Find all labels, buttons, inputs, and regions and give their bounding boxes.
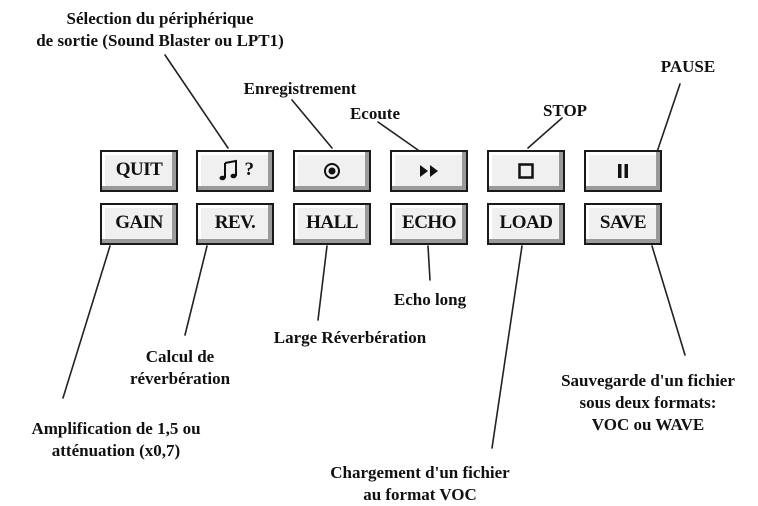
music-note-icon [217, 159, 241, 183]
leader-play [377, 121, 419, 151]
annotation-rev: Calcul de réverbération [100, 346, 260, 390]
annotation-hall: Large Réverbération [273, 328, 427, 347]
leader-gain [62, 245, 111, 399]
annotation-rev-line2: réverbération [129, 369, 231, 388]
output-device-suffix: ? [244, 159, 255, 180]
annotation-pause: PAUSE [660, 57, 716, 76]
leader-rev [184, 245, 208, 336]
echo-button-label: ECHO [402, 212, 456, 233]
annotation-save-line1: Sauvegarde d'un fichier [561, 371, 735, 390]
save-button[interactable]: SAVE [584, 203, 662, 245]
load-button[interactable]: LOAD [487, 203, 565, 245]
quit-button-label: QUIT [115, 159, 163, 180]
annotation-load: Chargement d'un fichier au format VOC [320, 462, 520, 506]
annotation-echo: Echo long [393, 290, 467, 309]
gain-button-label: GAIN [115, 212, 163, 233]
annotation-save-line2: sous deux formats: [579, 393, 717, 412]
annotation-device: Sélection du périphérique de sortie (Sou… [0, 8, 320, 52]
annotation-device-line1: Sélection du périphérique [66, 9, 254, 28]
echo-button[interactable]: ECHO [390, 203, 468, 245]
pause-button[interactable] [584, 150, 662, 192]
annotation-device-line2: de sortie (Sound Blaster ou LPT1) [36, 31, 284, 50]
annotation-load-line2: au format VOC [363, 485, 477, 504]
stop-button[interactable] [487, 150, 565, 192]
gain-button[interactable]: GAIN [100, 203, 178, 245]
leader-load [491, 245, 523, 449]
annotation-record: Enregistrement [243, 79, 357, 98]
leader-save [651, 245, 686, 356]
annotation-save-line3: VOC ou WAVE [591, 415, 705, 434]
quit-button[interactable]: QUIT [100, 150, 178, 192]
annotation-stop: STOP [542, 101, 588, 120]
annotation-play: Ecoute [349, 104, 401, 123]
pause-icon [616, 163, 630, 179]
rev-button-label: REV. [214, 212, 256, 233]
output-device-button[interactable]: ? [196, 150, 274, 192]
load-button-label: LOAD [499, 212, 553, 233]
record-icon [323, 162, 341, 180]
play-button[interactable] [390, 150, 468, 192]
leader-hall [317, 245, 328, 321]
annotation-load-line1: Chargement d'un fichier [330, 463, 510, 482]
leader-record [291, 99, 333, 149]
stop-icon [518, 163, 534, 179]
leader-echo [427, 245, 431, 281]
rev-button[interactable]: REV. [196, 203, 274, 245]
leader-pause [656, 83, 681, 153]
record-button[interactable] [293, 150, 371, 192]
annotation-gain-line1: Amplification de 1,5 ou [31, 419, 201, 438]
save-button-label: SAVE [599, 212, 647, 233]
annotation-gain-line2: atténuation (x0,7) [51, 441, 181, 460]
play-icon [417, 164, 441, 178]
annotation-rev-line1: Calcul de [145, 347, 215, 366]
hall-button-label: HALL [306, 212, 358, 233]
leader-device [164, 54, 229, 149]
hall-button[interactable]: HALL [293, 203, 371, 245]
annotation-gain: Amplification de 1,5 ou atténuation (x0,… [0, 418, 232, 462]
annotation-save: Sauvegarde d'un fichier sous deux format… [538, 370, 758, 436]
leader-stop [527, 117, 563, 149]
